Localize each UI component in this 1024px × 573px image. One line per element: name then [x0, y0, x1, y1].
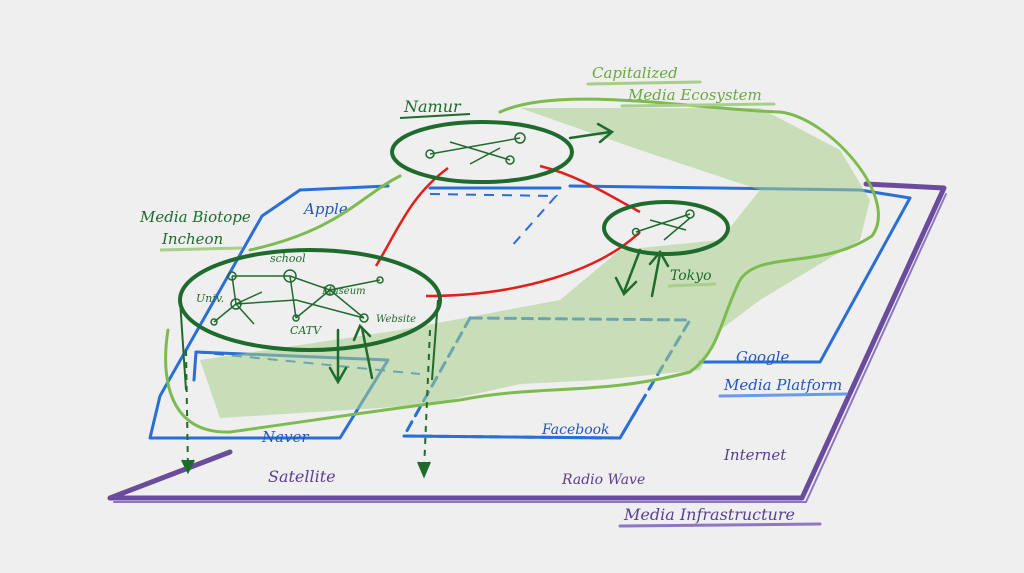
infrastructure-item-satellite: Satellite	[268, 467, 336, 486]
biotope-tokyo-down-arrow	[614, 248, 642, 297]
biotope-incheon: Media Biotope Incheon school Univ. Museu…	[139, 208, 442, 479]
platform-item-facebook: Facebook	[541, 422, 610, 438]
ecosystem-title-underline	[586, 80, 776, 108]
biotope-namur-outflow-arrow	[568, 122, 615, 144]
platform-plane-facebook-solid	[402, 402, 642, 440]
node-museum: Museum	[321, 286, 366, 297]
ecosystem-shading	[200, 108, 870, 418]
platform-plane-naver	[148, 188, 390, 440]
ecosystem-layer: Capitalized Media Ecosystem	[164, 64, 880, 434]
infrastructure-title-underline	[618, 522, 822, 528]
platform-layer-title: Media Platform	[723, 376, 842, 394]
infrastructure-layer-title: Media Infrastructure	[623, 505, 795, 524]
biotope-incheon-up-arrow	[352, 323, 374, 380]
biotope-incheon-dashed-drop-left-head	[181, 459, 195, 475]
biotope-tokyo-disc	[602, 200, 730, 256]
node-catv: CATV	[290, 324, 322, 337]
platform-item-naver: Naver	[261, 428, 309, 446]
biotope-incheon-title-line1: Media Biotope	[139, 208, 251, 226]
biotope-tokyo-up-arrow	[648, 249, 670, 298]
infrastructure-layer: Satellite Radio Wave Internet Media Infr…	[107, 181, 947, 528]
infrastructure-plane	[107, 181, 947, 501]
ecosystem-outline	[164, 97, 880, 434]
ecosystem-title-line1: Capitalized	[592, 64, 678, 82]
biotope-tokyo-title: Tokyo	[670, 268, 712, 284]
biotope-tokyo: Tokyo	[602, 200, 730, 298]
biotope-tokyo-title-underline	[667, 282, 717, 288]
biotope-namur-network	[429, 137, 521, 165]
biotope-incheon-title-underline	[159, 246, 243, 252]
biotope-incheon-disc-sides	[179, 299, 439, 391]
biotope-incheon-network	[213, 275, 381, 325]
infrastructure-item-internet: Internet	[723, 446, 787, 464]
platform-item-google: Google	[736, 348, 789, 366]
biotope-incheon-dashed-drop-left	[185, 349, 189, 471]
infrastructure-plane-edge	[113, 193, 947, 503]
node-univ: Univ.	[196, 292, 224, 305]
biotope-namur-disc	[390, 120, 574, 184]
biotope-namur-title-underline	[399, 113, 471, 119]
node-school: school	[270, 252, 306, 265]
ecosystem-title-line2: Media Ecosystem	[627, 86, 762, 104]
biotope-incheon-title-line2: Incheon	[161, 230, 223, 248]
biotope-namur: Namur	[390, 97, 615, 184]
platform-plane-apple-top	[298, 184, 562, 192]
biotope-incheon-down-arrow	[328, 328, 348, 385]
node-website: Website	[376, 314, 416, 325]
biotope-tokyo-network	[635, 213, 691, 241]
biotope-namur-title: Namur	[403, 97, 462, 116]
platform-item-apple: Apple	[302, 200, 348, 218]
infrastructure-item-radio-wave: Radio Wave	[561, 472, 645, 488]
biotope-incheon-dashed-drop-right-head	[417, 461, 431, 479]
platform-title-underline	[718, 392, 848, 398]
